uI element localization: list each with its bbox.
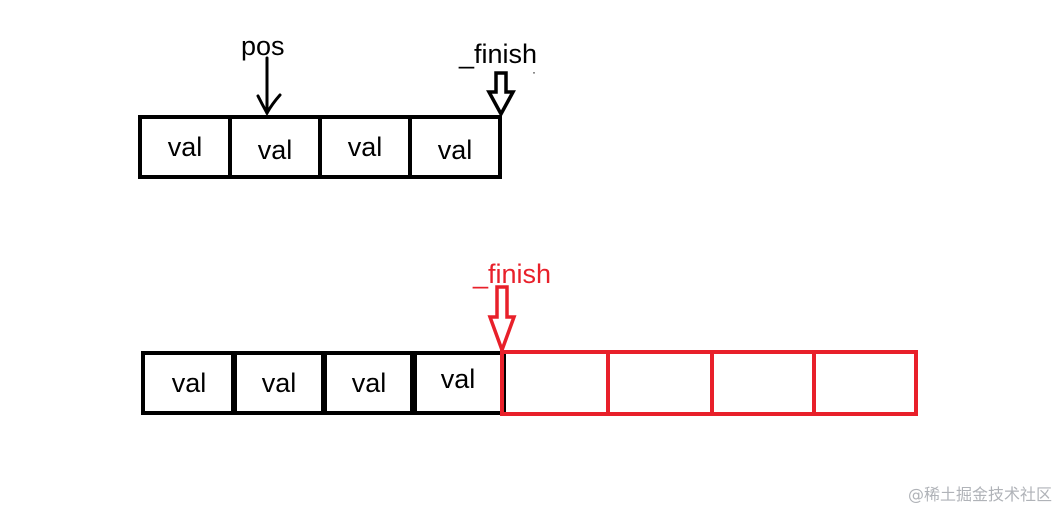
pos-label: pos [241, 31, 285, 61]
finish-label-top: _finish [459, 39, 538, 69]
array-cell-empty [606, 350, 714, 416]
finish-label-bottom: _finish [473, 259, 552, 289]
array-cell-empty [500, 350, 610, 416]
array-cell: val [410, 351, 506, 415]
array-cell: val [228, 115, 322, 179]
stray-dot: · [532, 65, 536, 79]
array-cell: val [408, 115, 502, 179]
array-cell: val [138, 115, 232, 179]
array-cell-empty [812, 350, 918, 416]
array-cell: val [231, 351, 327, 415]
pos-arrow [256, 56, 282, 117]
array-cell-empty [710, 350, 816, 416]
finish-arrow-bottom [487, 285, 517, 356]
watermark: @稀土掘金技术社区 [907, 485, 1052, 504]
array-cell: val [321, 351, 417, 415]
array-cell: val [318, 115, 412, 179]
array-cell: val [141, 351, 237, 415]
finish-arrow-top [486, 71, 516, 118]
